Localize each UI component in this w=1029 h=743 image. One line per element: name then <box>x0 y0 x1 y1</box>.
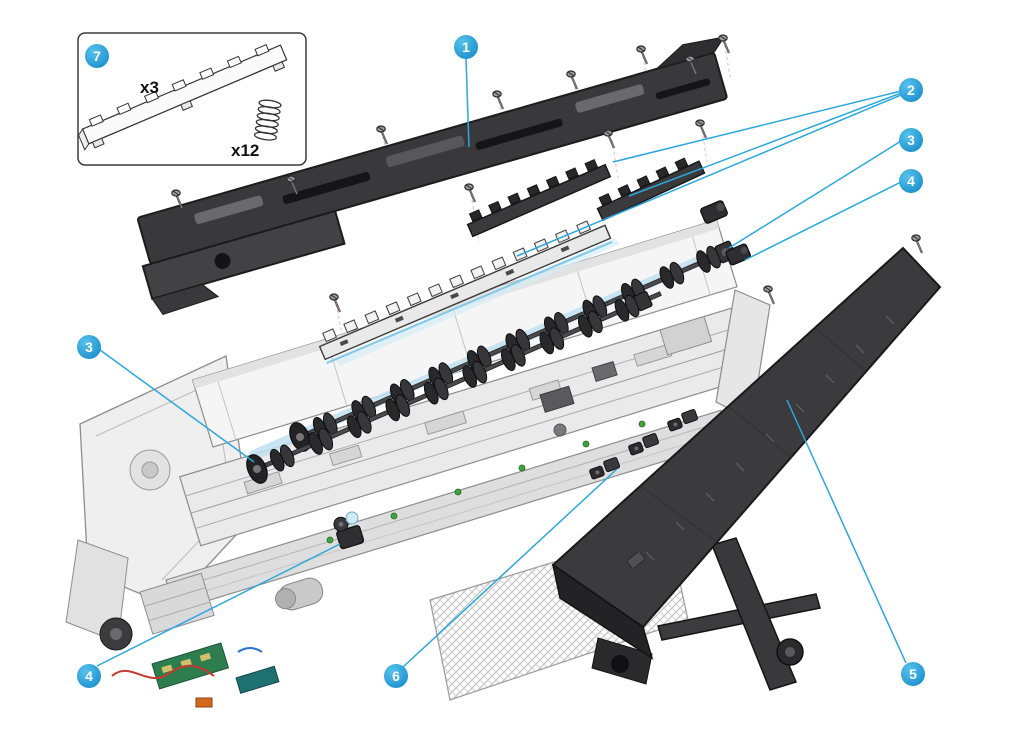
end-bracket-right-b <box>725 243 751 266</box>
quantity-label-x3: x3 <box>140 78 159 97</box>
leader-line <box>96 543 341 667</box>
callout-circle <box>899 128 923 152</box>
red-wire <box>111 664 215 680</box>
callout-7: 7 <box>85 44 109 68</box>
callout-4-right: 4 <box>899 169 923 193</box>
rail-glow <box>335 238 620 366</box>
callout-4-left: 4 <box>77 664 101 688</box>
media-holder-cluster <box>667 409 698 432</box>
screw-icon <box>328 292 342 314</box>
callout-circle <box>899 78 923 102</box>
media-holder-cluster <box>589 457 620 480</box>
callout-circle <box>77 664 101 688</box>
leader-line <box>744 181 902 261</box>
screw-icon <box>170 188 184 210</box>
svg-text:7: 7 <box>93 48 101 64</box>
media-holder-cluster <box>628 433 659 456</box>
callout-3-right: 3 <box>899 128 923 152</box>
screw-icon <box>491 89 505 111</box>
screw-icon <box>910 233 924 255</box>
rail-upper-a <box>466 158 612 238</box>
top-cover-part <box>137 36 728 316</box>
svg-text:3: 3 <box>85 339 93 355</box>
leader-line <box>465 57 470 148</box>
quantity-label-x12: x12 <box>231 141 259 160</box>
screw-icon <box>635 44 649 66</box>
roller-shaft-lower <box>246 291 662 484</box>
leader-line <box>516 94 902 257</box>
leader-lines <box>96 57 907 668</box>
callout-circle <box>77 335 101 359</box>
callout-circle <box>901 662 925 686</box>
sensor-dots <box>326 420 646 544</box>
pinch-roller-wheel <box>345 511 359 525</box>
output-platen-part <box>551 246 942 660</box>
leader-line <box>612 90 902 163</box>
screw-icon <box>694 118 708 140</box>
inset-box: x3 x12 <box>77 32 307 166</box>
callout-5: 5 <box>901 662 925 686</box>
callout-circle <box>899 169 923 193</box>
svg-text:3: 3 <box>907 132 915 148</box>
stand-leg <box>657 537 821 691</box>
rail-upper-b <box>596 157 706 222</box>
callout-6: 6 <box>384 664 408 688</box>
callout-circle <box>454 35 478 59</box>
screw-icon <box>717 33 731 55</box>
screw-icon <box>375 124 389 146</box>
svg-text:2: 2 <box>907 82 915 98</box>
svg-text:5: 5 <box>909 666 917 682</box>
blue-wire <box>237 647 263 653</box>
callout-1: 1 <box>454 35 478 59</box>
leader-line <box>728 140 902 249</box>
callout-3-left: 3 <box>77 335 101 359</box>
svg-text:4: 4 <box>907 173 915 189</box>
screw-icon <box>602 128 616 150</box>
orange-connector <box>195 697 213 708</box>
inset-spring-drawing <box>253 99 282 141</box>
svg-text:4: 4 <box>85 668 93 684</box>
leader-line <box>628 92 902 197</box>
leader-line <box>402 468 618 668</box>
callout-2: 2 <box>899 78 923 102</box>
screw-icon <box>463 182 477 204</box>
screw-icon <box>565 69 579 91</box>
leader-line <box>786 399 907 664</box>
inset-bracket-drawing <box>78 44 288 151</box>
callout-circle <box>384 664 408 688</box>
screw-icon <box>762 284 776 306</box>
svg-text:6: 6 <box>392 668 400 684</box>
end-bracket-right-a <box>700 200 728 224</box>
platen-emblem <box>626 551 646 569</box>
svg-text:1: 1 <box>462 39 470 55</box>
callout-circle <box>85 44 109 68</box>
leader-line <box>99 349 255 463</box>
